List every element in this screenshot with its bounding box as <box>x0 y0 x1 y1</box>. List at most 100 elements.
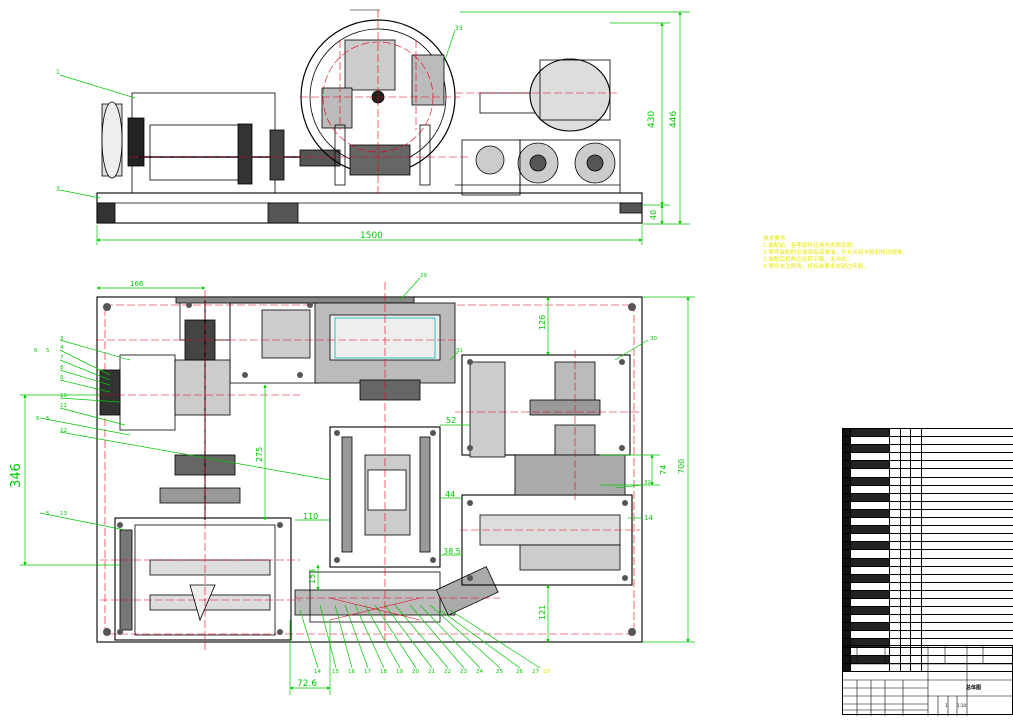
bom-cell <box>851 501 890 509</box>
bom-table <box>842 428 1013 672</box>
dim-52: 52 <box>446 416 456 425</box>
bom-cell <box>922 582 1013 590</box>
bom-cell <box>890 518 901 526</box>
bom-cell <box>890 598 901 606</box>
balloon-bottom: 18 <box>380 669 387 675</box>
bom-cell <box>843 509 851 517</box>
bom-cell <box>843 493 851 501</box>
bom-cell <box>901 477 911 485</box>
dim-700: 700 <box>677 459 686 474</box>
bom-cell <box>901 453 911 461</box>
bom-cell <box>901 615 911 623</box>
balloon-bottom: 15 <box>332 669 339 675</box>
bom-cell <box>851 598 890 606</box>
bom-cell <box>922 485 1013 493</box>
bom-cell <box>922 429 1013 437</box>
bom-cell <box>911 623 922 631</box>
dim-74: 74 <box>659 465 668 475</box>
bom-cell <box>922 550 1013 558</box>
bom-cell <box>890 461 901 469</box>
bom-cell <box>851 590 890 598</box>
balloon-bottom: 22 <box>444 669 451 675</box>
bom-cell <box>851 509 890 517</box>
bom-cell <box>911 598 922 606</box>
bom-cell <box>851 566 890 574</box>
bom-cell <box>922 590 1013 598</box>
bom-cell <box>890 590 901 598</box>
bom-cell <box>901 445 911 453</box>
balloon-left: 8 <box>60 365 64 371</box>
bom-cell <box>890 526 901 534</box>
bom-cell <box>922 607 1013 615</box>
dim-126: 126 <box>538 315 547 330</box>
bom-cell <box>922 623 1013 631</box>
dim-44: 44 <box>445 490 455 499</box>
bom-cell <box>851 542 890 550</box>
bom-cell <box>922 526 1013 534</box>
bom-cell <box>890 542 901 550</box>
bom-cell <box>922 558 1013 566</box>
balloon-right: 32 <box>644 480 651 486</box>
bom-cell <box>901 623 911 631</box>
dim-110: 110 <box>303 512 318 521</box>
bom-cell <box>851 615 890 623</box>
balloon-bottom: 17 <box>364 669 371 675</box>
bom-cell <box>922 631 1013 639</box>
bom-cell <box>843 558 851 566</box>
bom-cell <box>843 518 851 526</box>
bom-cell <box>922 445 1013 453</box>
balloon-right: 30 <box>650 336 657 342</box>
bom-cell <box>851 485 890 493</box>
bom-cell <box>911 445 922 453</box>
bom-cell <box>890 623 901 631</box>
bom-cell <box>911 566 922 574</box>
title-block-grid <box>843 646 1013 716</box>
bom-cell <box>911 607 922 615</box>
bom-cell <box>911 461 922 469</box>
dim-38-5: 38.5 <box>443 547 461 556</box>
bom-cell <box>851 574 890 582</box>
balloon-front-33: 33 <box>455 25 463 32</box>
bom-cell <box>843 534 851 542</box>
bom-cell <box>911 542 922 550</box>
bom-cell <box>922 542 1013 550</box>
bom-cell <box>843 461 851 469</box>
technical-note-line: 3.装配后机构应运转平稳，无冲击。 <box>763 257 1003 264</box>
bom-cell <box>843 453 851 461</box>
bom-cell <box>890 437 901 445</box>
bom-cell <box>843 582 851 590</box>
bom-cell <box>901 598 911 606</box>
bom-cell <box>911 493 922 501</box>
bom-cell <box>890 582 901 590</box>
front-view <box>97 20 642 223</box>
bom-cell <box>901 631 911 639</box>
bom-cell <box>851 461 890 469</box>
bom-cell <box>911 631 922 639</box>
bom-cell <box>911 534 922 542</box>
dim-base-40: 40 <box>649 210 658 220</box>
balloon-left: 3 <box>60 336 64 342</box>
bom-cell <box>911 477 922 485</box>
bom-cell <box>922 574 1013 582</box>
bom-cell <box>890 631 901 639</box>
dim-height-446: 446 <box>669 111 679 128</box>
title-block <box>842 645 1013 715</box>
bom-cell <box>922 566 1013 574</box>
dim-121: 121 <box>538 605 547 620</box>
bom-cell <box>843 501 851 509</box>
bom-cell <box>922 493 1013 501</box>
technical-notes: 技术要求 1.装配前，各零部件应清洗去除杂质。 2.零件装配时必须涂有润滑油，不… <box>763 236 1003 271</box>
bom-cell <box>911 558 922 566</box>
bom-cell <box>901 501 911 509</box>
balloon-bottom: 26 <box>516 669 523 675</box>
bom-cell <box>922 534 1013 542</box>
bom-cell <box>911 526 922 534</box>
bom-cell <box>901 558 911 566</box>
bom-cell <box>901 437 911 445</box>
bom-cell <box>911 574 922 582</box>
bom-cell <box>851 582 890 590</box>
bom-cell <box>851 631 890 639</box>
bom-cell <box>911 615 922 623</box>
bom-cell <box>911 437 922 445</box>
balloon-left: 6 <box>36 416 40 422</box>
